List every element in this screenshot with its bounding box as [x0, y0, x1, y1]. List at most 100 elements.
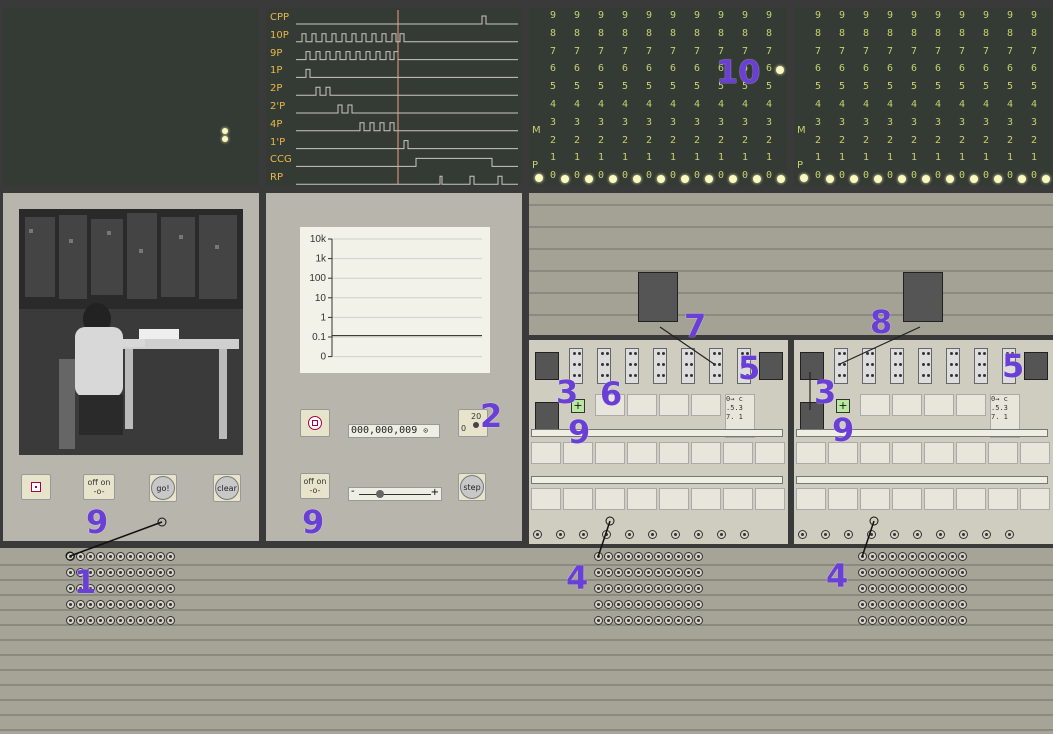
trunk-jack[interactable]: [664, 552, 673, 561]
trunk-jack[interactable]: [868, 600, 877, 609]
operation-switch[interactable]: [956, 394, 986, 416]
trunk-jack[interactable]: [694, 584, 703, 593]
trunk-jack[interactable]: [664, 584, 673, 593]
trunk-jack[interactable]: [96, 584, 105, 593]
output-jack[interactable]: [867, 530, 876, 539]
trunk-jack[interactable]: [888, 616, 897, 625]
trunk-jack[interactable]: [938, 616, 947, 625]
trunk-jack[interactable]: [604, 600, 613, 609]
trunk-jack[interactable]: [928, 552, 937, 561]
output-jack[interactable]: [913, 530, 922, 539]
trunk-jack[interactable]: [156, 616, 165, 625]
operation-switch[interactable]: [595, 488, 625, 510]
trunk-jack[interactable]: [908, 616, 917, 625]
trunk-jack[interactable]: [858, 600, 867, 609]
trunk-jack[interactable]: [958, 552, 967, 561]
trunk-jack[interactable]: [604, 584, 613, 593]
trunk-jack[interactable]: [106, 584, 115, 593]
plus-icon[interactable]: +: [836, 399, 850, 413]
trunk-jack[interactable]: [136, 616, 145, 625]
trunk-jack[interactable]: [888, 568, 897, 577]
trunk-jack[interactable]: [908, 552, 917, 561]
plus-icon[interactable]: +: [571, 399, 585, 413]
trunk-jack[interactable]: [624, 568, 633, 577]
trunk-jack[interactable]: [116, 600, 125, 609]
trunk-jack[interactable]: [898, 616, 907, 625]
interconnect-socket[interactable]: [535, 352, 559, 380]
trunk-jack[interactable]: [604, 568, 613, 577]
operation-switch[interactable]: [531, 488, 561, 510]
trunk-jack[interactable]: [116, 616, 125, 625]
trunk-jack[interactable]: [928, 584, 937, 593]
trunk-jack[interactable]: [604, 552, 613, 561]
operation-switch[interactable]: [1020, 488, 1050, 510]
operation-switch[interactable]: [988, 488, 1018, 510]
program-input-jack[interactable]: [974, 348, 988, 384]
trunk-jack[interactable]: [908, 568, 917, 577]
trunk-jack[interactable]: [918, 616, 927, 625]
trunk-jack[interactable]: [86, 552, 95, 561]
trunk-jack[interactable]: [674, 552, 683, 561]
trunk-jack[interactable]: [898, 568, 907, 577]
trunk-jack[interactable]: [106, 552, 115, 561]
trunk-jack[interactable]: [66, 568, 75, 577]
operation-switch[interactable]: [892, 442, 922, 464]
trunk-jack[interactable]: [694, 568, 703, 577]
trunk-jack[interactable]: [878, 584, 887, 593]
trunk-jack[interactable]: [126, 616, 135, 625]
trunk-jack[interactable]: [674, 584, 683, 593]
output-jack[interactable]: [890, 530, 899, 539]
operation-switch[interactable]: [892, 394, 922, 416]
output-jack[interactable]: [694, 530, 703, 539]
slider-thumb[interactable]: [375, 490, 384, 498]
trunk-jack[interactable]: [594, 600, 603, 609]
step-mode-switch[interactable]: off on -o-: [300, 473, 330, 499]
trunk-jack[interactable]: [614, 552, 623, 561]
trunk-jack[interactable]: [136, 568, 145, 577]
operation-switch[interactable]: [755, 488, 785, 510]
operation-switch[interactable]: [988, 442, 1018, 464]
trunk-jack[interactable]: [918, 568, 927, 577]
trunk-jack[interactable]: [624, 616, 633, 625]
cycle-mode-switch[interactable]: off on -o-: [83, 474, 115, 500]
operation-switch[interactable]: [627, 442, 657, 464]
trunk-jack[interactable]: [938, 600, 947, 609]
program-input-jack[interactable]: [862, 348, 876, 384]
output-jack[interactable]: [556, 530, 565, 539]
trunk-jack[interactable]: [126, 552, 135, 561]
trunk-jack[interactable]: [106, 616, 115, 625]
operation-switch[interactable]: [691, 442, 721, 464]
go-button[interactable]: go!: [151, 476, 175, 500]
trunk-jack[interactable]: [634, 600, 643, 609]
trunk-jack[interactable]: [654, 568, 663, 577]
trunk-jack[interactable]: [948, 584, 957, 593]
trunk-jack[interactable]: [146, 568, 155, 577]
operation-switch[interactable]: [956, 488, 986, 510]
operation-switch[interactable]: [828, 488, 858, 510]
trunk-jack[interactable]: [76, 616, 85, 625]
output-jack[interactable]: [648, 530, 657, 539]
program-input-jack[interactable]: [709, 348, 723, 384]
trunk-jack[interactable]: [86, 616, 95, 625]
trunk-jack[interactable]: [86, 600, 95, 609]
trunk-jack[interactable]: [76, 552, 85, 561]
trunk-jack[interactable]: [136, 584, 145, 593]
trunk-jack[interactable]: [614, 616, 623, 625]
trunk-jack[interactable]: [958, 600, 967, 609]
speed-slider[interactable]: - +: [348, 486, 442, 501]
trunk-jack[interactable]: [938, 568, 947, 577]
trunk-jack[interactable]: [858, 616, 867, 625]
output-jack[interactable]: [717, 530, 726, 539]
trunk-jack[interactable]: [136, 600, 145, 609]
program-input-jack[interactable]: [597, 348, 611, 384]
operation-switch[interactable]: [924, 488, 954, 510]
trunk-jack[interactable]: [76, 600, 85, 609]
program-input-jack[interactable]: [918, 348, 932, 384]
operation-switch[interactable]: [924, 394, 954, 416]
trunk-jack[interactable]: [684, 552, 693, 561]
trunk-jack[interactable]: [948, 552, 957, 561]
speed-selector[interactable]: 20 0: [458, 409, 488, 437]
trunk-jack[interactable]: [684, 600, 693, 609]
trunk-jack[interactable]: [146, 600, 155, 609]
trunk-jack[interactable]: [604, 616, 613, 625]
